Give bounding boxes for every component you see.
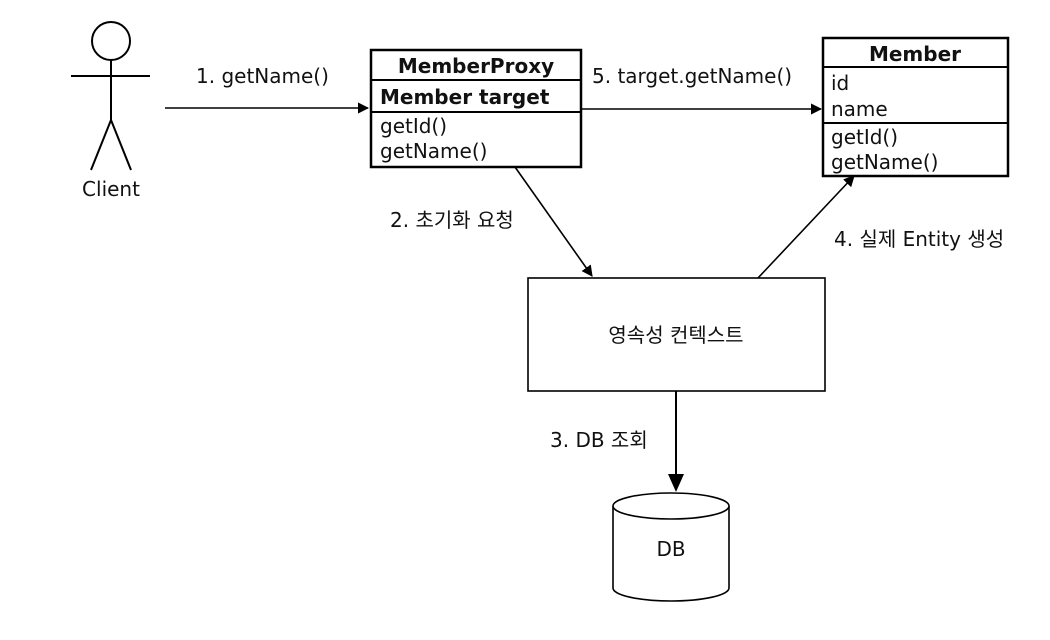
persistence-context-box: 영속성 컨텍스트: [527, 277, 826, 392]
proxy-method: getId(): [380, 114, 447, 138]
client-actor: Client: [71, 21, 150, 201]
persistence-context-label: 영속성 컨텍스트: [608, 323, 743, 347]
actor-right-leg: [110, 119, 132, 171]
member-method: getName(): [831, 150, 938, 174]
actor-label: Client: [82, 177, 140, 201]
member-field: name: [831, 97, 888, 121]
step-1-label: 1. getName(): [196, 64, 329, 88]
member-title: Member: [869, 42, 961, 66]
step-2-label: 2. 초기화 요청: [390, 208, 514, 232]
step-5-label: 5. target.getName(): [592, 64, 792, 88]
proxy-method: getName(): [380, 139, 487, 163]
step-2-arrow: [514, 166, 593, 277]
proxy-field: Member target: [380, 85, 550, 109]
member-class: Member id name getId() getName(): [821, 36, 1010, 178]
proxy-title: MemberProxy: [398, 54, 554, 78]
step-4-label: 4. 실제 Entity 생성: [834, 227, 1004, 251]
db-cylinder: DB: [612, 492, 730, 602]
step-3-label: 3. DB 조회: [550, 428, 648, 452]
member-proxy-class: MemberProxy Member target getId() getNam…: [369, 48, 583, 169]
step-4-arrow: [757, 175, 855, 279]
db-label: DB: [656, 537, 685, 561]
step-3-arrowhead: [668, 474, 684, 492]
actor-head: [91, 21, 131, 61]
member-field: id: [831, 71, 849, 95]
member-method: getId(): [831, 125, 898, 149]
actor-left-leg: [90, 119, 112, 171]
